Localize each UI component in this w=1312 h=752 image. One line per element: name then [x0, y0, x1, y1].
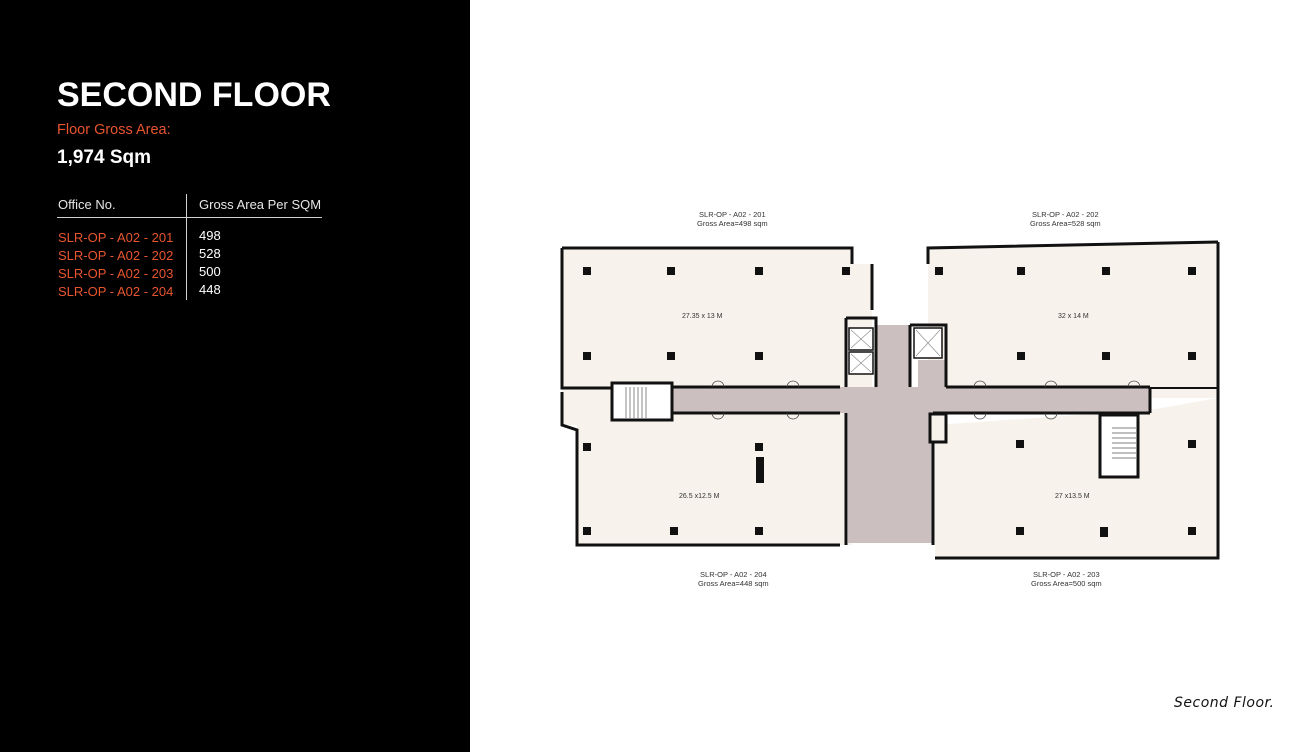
- office-area: 448: [199, 282, 221, 297]
- office-area: 500: [199, 264, 221, 279]
- table-row: SLR-OP - A02 - 203 500: [57, 264, 322, 284]
- unit-id: SLR-OP - A02 - 203: [1033, 570, 1100, 579]
- unit-id: SLR-OP - A02 - 204: [700, 570, 767, 579]
- unit-label-204: SLR-OP - A02 - 204 Gross Area=448 sqm: [698, 570, 769, 588]
- floor-plan: SLR-OP - A02 - 201 Gross Area=498 sqm SL…: [540, 200, 1240, 600]
- unit-gross-area: Gross Area=448 sqm: [698, 579, 769, 588]
- unit-dimensions-201: 27.35 x 13 M: [682, 313, 723, 320]
- office-area-table: Office No. Gross Area Per SQM SLR-OP - A…: [57, 194, 322, 300]
- info-panel: SECOND FLOOR Floor Gross Area: 1,974 Sqm…: [0, 0, 470, 752]
- unit-label-201: SLR-OP - A02 - 201 Gross Area=498 sqm: [697, 210, 768, 228]
- office-number: SLR-OP - A02 - 201: [58, 230, 174, 245]
- unit-dimensions-203: 27 x13.5 M: [1055, 493, 1090, 500]
- unit-label-203: SLR-OP - A02 - 203 Gross Area=500 sqm: [1031, 570, 1102, 588]
- office-area: 528: [199, 246, 221, 261]
- floor-plan-drawing: [560, 240, 1220, 560]
- office-area: 498: [199, 228, 221, 243]
- table-divider-vertical: [186, 194, 187, 300]
- office-number: SLR-OP - A02 - 203: [58, 266, 174, 281]
- page-title: SECOND FLOOR: [57, 76, 331, 114]
- office-number: SLR-OP - A02 - 204: [58, 284, 174, 299]
- unit-dimensions-202: 32 x 14 M: [1058, 313, 1089, 320]
- unit-dimensions-204: 26.5 x12.5 M: [679, 493, 720, 500]
- unit-gross-area: Gross Area=500 sqm: [1031, 579, 1102, 588]
- table-row: SLR-OP - A02 - 204 448: [57, 282, 322, 302]
- column-header-office-no: Office No.: [58, 197, 116, 212]
- unit-id: SLR-OP - A02 - 202: [1032, 210, 1099, 219]
- table-divider-horizontal: [57, 217, 322, 218]
- table-row: SLR-OP - A02 - 202 528: [57, 246, 322, 266]
- unit-gross-area: Gross Area=528 sqm: [1030, 219, 1101, 228]
- unit-id: SLR-OP - A02 - 201: [699, 210, 766, 219]
- column-header-gross-area: Gross Area Per SQM: [199, 197, 322, 212]
- office-number: SLR-OP - A02 - 202: [58, 248, 174, 263]
- plan-caption: Second Floor.: [1174, 695, 1275, 711]
- floor-gross-area-label: Floor Gross Area:: [57, 122, 171, 138]
- floor-gross-area-value: 1,974 Sqm: [57, 147, 151, 168]
- unit-gross-area: Gross Area=498 sqm: [697, 219, 768, 228]
- table-row: SLR-OP - A02 - 201 498: [57, 228, 322, 248]
- unit-label-202: SLR-OP - A02 - 202 Gross Area=528 sqm: [1030, 210, 1101, 228]
